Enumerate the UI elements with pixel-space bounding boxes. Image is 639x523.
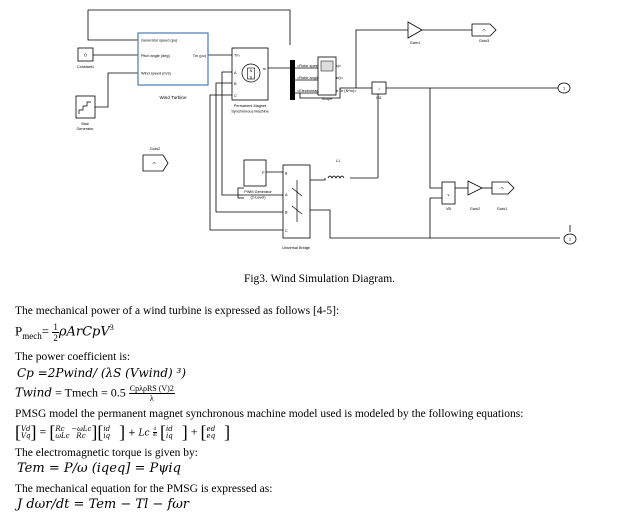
goto1-block (491, 181, 515, 195)
paragraph-pmsg-model: PMSG model the permanent magnet synchron… (15, 408, 524, 420)
demux-block (290, 60, 295, 100)
gain2-block (467, 180, 483, 196)
paragraph-power-coefficient: The power coefficient is: (15, 351, 131, 363)
bridge-port-a: A (285, 193, 288, 197)
pmsm-port-tm: Tm (234, 54, 239, 58)
pmsm-port-b: B (234, 82, 237, 86)
inductor-l1 (327, 175, 345, 179)
paragraph-mechanical-eq: The mechanical equation for the PMSG is … (15, 483, 273, 495)
wt-out: Tm (pu) (193, 54, 207, 58)
svg-text:v: v (448, 193, 450, 197)
pwm-block (243, 159, 267, 187)
scope-label: Scope (322, 97, 333, 101)
vb-block (441, 181, 456, 205)
gain2-label: Gain2 (470, 207, 480, 211)
goto2-block (142, 154, 169, 172)
ib1-label: IB1 (376, 96, 382, 100)
svg-text:S: S (250, 76, 253, 80)
equation-cp: Cp =2Pwind/ (λS (Vwind) ³) (17, 366, 186, 380)
svg-text:N: N (250, 69, 253, 73)
out1-port (557, 82, 571, 94)
goto2-text: -T- (152, 162, 157, 166)
paragraph-mechanical-power: The mechanical power of a wind turbine i… (15, 305, 340, 317)
wt-port2: Pitch angle (deg) (141, 54, 170, 58)
bridge-port-b: B (285, 211, 288, 215)
bridge-port-c: C (285, 229, 288, 233)
pmsm-label-2: Synchronous Machine (231, 110, 269, 114)
wt-label: Wind Turbine (159, 95, 187, 100)
stair-label-1: Stair (81, 122, 90, 126)
equation-mechanical: J dωr/dt = Tem − Tl − fωr (17, 497, 190, 512)
stair-label-2: Generator (76, 127, 94, 131)
pwm-port: P (262, 171, 265, 175)
ib1-block (371, 81, 387, 95)
paragraph-em-torque: The electromagnetic torque is given by: (15, 447, 198, 459)
out2-text: 2 (569, 238, 571, 242)
pmsm-port-c: C (234, 94, 237, 98)
gain1-label: Gain1 (410, 41, 420, 45)
goto3-text: -T- (482, 29, 487, 33)
constant-label: Constant1 (77, 65, 94, 69)
vb-label: VB (446, 207, 452, 211)
universal-bridge-block (282, 164, 311, 239)
wt-port1: Generator speed (pu) (141, 39, 178, 43)
wt-port3: Wind speed (m/s) (141, 72, 171, 76)
goto1-text: -T- (500, 187, 505, 191)
constant-value: 0 (84, 53, 87, 58)
wind-simulation-diagram: 0 Constant1 Stair Generator Generator sp… (75, 9, 577, 250)
equation-tem: Tem = P/ω (iqeq] = Pψiq (17, 461, 181, 476)
svg-text:i: i (379, 87, 380, 91)
pwm-label-1: PWM Generator (244, 190, 272, 194)
bridge-port-g: g (285, 171, 287, 175)
out1-text: 1 (563, 87, 565, 91)
pmsm-label-1: Permanent Magnet (234, 104, 267, 108)
pmsm-port-a: A (234, 71, 237, 75)
goto3-label: Goto3 (479, 39, 489, 43)
gain1-block (407, 21, 423, 39)
goto2-label: Goto2 (150, 147, 160, 151)
goto3-block (471, 23, 497, 37)
wind-turbine-block (137, 32, 209, 86)
pmsm-block (231, 47, 269, 101)
pmsm-port-m: m (263, 67, 266, 71)
bridge-label: Universal Bridge (282, 246, 310, 250)
pwm-label-2: (2-Level) (251, 196, 267, 200)
goto1-label: Goto1 (497, 207, 507, 211)
figure-caption: Fig3. Wind Simulation Diagram. (243, 273, 396, 285)
inductor-label: L1 (336, 159, 340, 163)
out2-port (563, 233, 577, 245)
